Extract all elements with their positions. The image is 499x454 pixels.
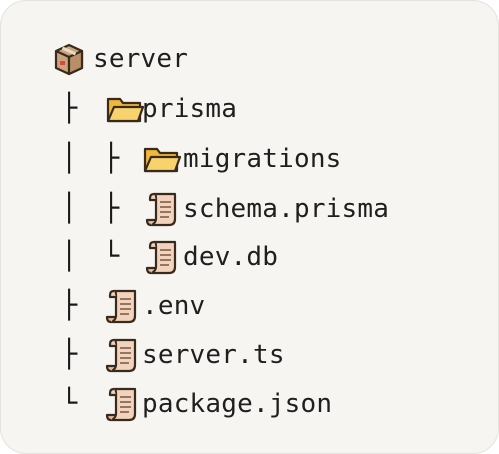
tree-guide-vertical: │ — [61, 193, 78, 224]
scroll-icon — [105, 287, 141, 325]
tree-guide-branch: ├ — [103, 143, 120, 174]
tree-guide-branch: ├ — [103, 193, 120, 224]
tree-guide-end: └ — [61, 388, 78, 419]
package-icon — [51, 40, 87, 78]
tree-item-label: schema.prisma — [183, 194, 390, 224]
tree-guide-branch: ├ — [61, 93, 78, 124]
tree-guide-vertical: │ — [61, 241, 78, 272]
tree-item-label: migrations — [183, 144, 342, 174]
tree-item-label: server.ts — [142, 340, 285, 370]
tree-guide-end: └ — [103, 241, 120, 272]
tree-item-label: .env — [142, 291, 206, 321]
tree-root-label: server — [93, 44, 189, 74]
folder-icon — [105, 90, 145, 128]
folder-icon — [142, 140, 182, 178]
tree-item-label: package.json — [142, 389, 333, 419]
scroll-icon — [105, 385, 141, 423]
tree-item-label: dev.db — [183, 242, 279, 272]
scroll-icon — [145, 238, 181, 276]
tree-item-label: prisma — [142, 94, 238, 124]
tree-guide-branch: ├ — [61, 339, 78, 370]
scroll-icon — [105, 336, 141, 374]
scroll-icon — [145, 190, 181, 228]
tree-guide-vertical: │ — [61, 143, 78, 174]
tree-guide-branch: ├ — [61, 290, 78, 321]
